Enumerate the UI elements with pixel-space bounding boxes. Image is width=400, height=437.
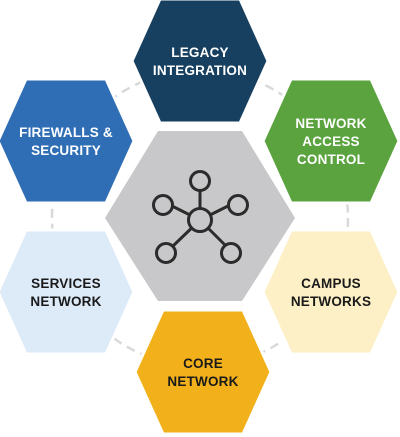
legacy-integration-label-line: LEGACY bbox=[171, 45, 228, 60]
services-network-label-line: NETWORK bbox=[30, 294, 101, 309]
network-hub-icon bbox=[152, 170, 249, 264]
network-access-control-label-line: ACCESS bbox=[302, 134, 359, 149]
campus-networks-label-line: CAMPUS bbox=[301, 276, 361, 291]
hexagon-core-network: CORE NETWORK bbox=[133, 308, 273, 436]
network-access-control-label-line: NETWORK bbox=[295, 116, 366, 131]
services-network-shape bbox=[0, 228, 136, 356]
firewalls-security-label-line: FIREWALLS & bbox=[19, 125, 113, 140]
services-network-label-line: SERVICES bbox=[31, 276, 101, 291]
legacy-integration-shape bbox=[130, 0, 270, 125]
campus-networks-shape bbox=[261, 228, 400, 356]
campus-networks-label-line: NETWORKS bbox=[291, 294, 371, 309]
hexagon-campus-networks: CAMPUS NETWORKS bbox=[261, 228, 400, 356]
hexagon-legacy-integration: LEGACY INTEGRATION bbox=[130, 0, 270, 125]
firewalls-security-shape bbox=[0, 77, 136, 205]
hexagon-network-access-control: NETWORK ACCESS CONTROL bbox=[261, 77, 400, 205]
core-network-shape bbox=[133, 308, 273, 436]
firewalls-security-label-line: SECURITY bbox=[31, 143, 101, 158]
network-access-control-shape bbox=[261, 77, 400, 205]
hexagon-services-network: SERVICES NETWORK bbox=[0, 228, 136, 356]
core-network-label-line: CORE bbox=[183, 356, 223, 371]
core-network-label-line: NETWORK bbox=[167, 374, 238, 389]
hexagon-firewalls-security: FIREWALLS & SECURITY bbox=[0, 77, 136, 205]
network-access-control-label-line: CONTROL bbox=[297, 152, 365, 167]
legacy-integration-label-line: INTEGRATION bbox=[153, 63, 247, 78]
